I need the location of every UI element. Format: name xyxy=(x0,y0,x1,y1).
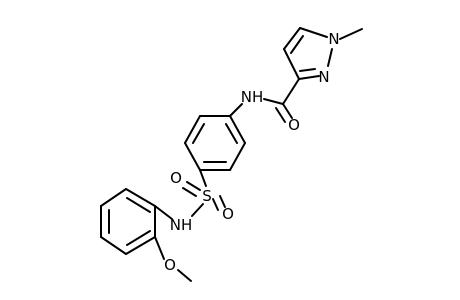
bond-n2-c3-double xyxy=(299,68,316,72)
atom-amide-nh: NH xyxy=(241,88,264,106)
bond-s-o-bottom-double xyxy=(212,198,219,211)
bond-nh-ring2 xyxy=(154,205,173,220)
bond-c5-c4-double xyxy=(290,35,304,54)
bond-ring1-c xyxy=(184,142,201,171)
bond-ring1-e xyxy=(229,142,246,171)
atom-amide-o: O xyxy=(288,116,300,134)
bond-n1-methyl xyxy=(339,28,363,40)
bond-s-o-top xyxy=(186,181,201,191)
bond-c3-c5 xyxy=(283,48,300,80)
bond-c4-n1 xyxy=(299,27,328,38)
bond-o-methyl xyxy=(177,269,192,282)
bond-ring2-b xyxy=(100,188,127,207)
bond-ring2-e-double xyxy=(126,230,151,246)
bond-ring1-b xyxy=(184,115,201,144)
bond-s-nh xyxy=(191,203,204,217)
bond-s-o-top-double xyxy=(182,187,197,197)
bond-ring1-f xyxy=(229,115,246,144)
bond-s-o-bottom xyxy=(219,195,226,208)
atom-sulfonyl-o-top: O xyxy=(170,169,182,187)
bond-ring2-a xyxy=(125,188,156,207)
bond-n2-c3 xyxy=(298,75,320,80)
atom-labels: NH O N N S O O NH O xyxy=(164,30,340,274)
bond-c3-carbonyl xyxy=(282,78,300,105)
bond-c5-c4 xyxy=(283,27,301,50)
atom-sulfonyl-o-bottom: O xyxy=(222,205,234,223)
bond-ring-s xyxy=(199,169,207,187)
atom-sulfonyl-s: S xyxy=(202,187,212,205)
bond-ring1-b-double xyxy=(192,123,205,144)
bond-ring2-d xyxy=(100,236,127,255)
bond-ring2-o xyxy=(154,236,165,260)
bond-ring2-e xyxy=(125,236,156,255)
bond-n1-n2 xyxy=(327,48,333,67)
atom-sulfonamide-nh: NH xyxy=(170,216,193,234)
bonds xyxy=(100,27,363,282)
bond-carbonyl-nh xyxy=(263,98,284,105)
atom-pyrazole-n1: N xyxy=(328,30,339,48)
bond-nh-ring xyxy=(229,103,243,117)
atom-methoxy-o: O xyxy=(164,256,176,274)
atom-pyrazole-n2: N xyxy=(318,68,329,86)
bond-ring1-f-double xyxy=(225,123,238,144)
bond-carbonyl-o xyxy=(282,103,293,119)
bond-carbonyl-o-double xyxy=(275,107,286,123)
bond-ring2-a-double xyxy=(126,197,151,213)
